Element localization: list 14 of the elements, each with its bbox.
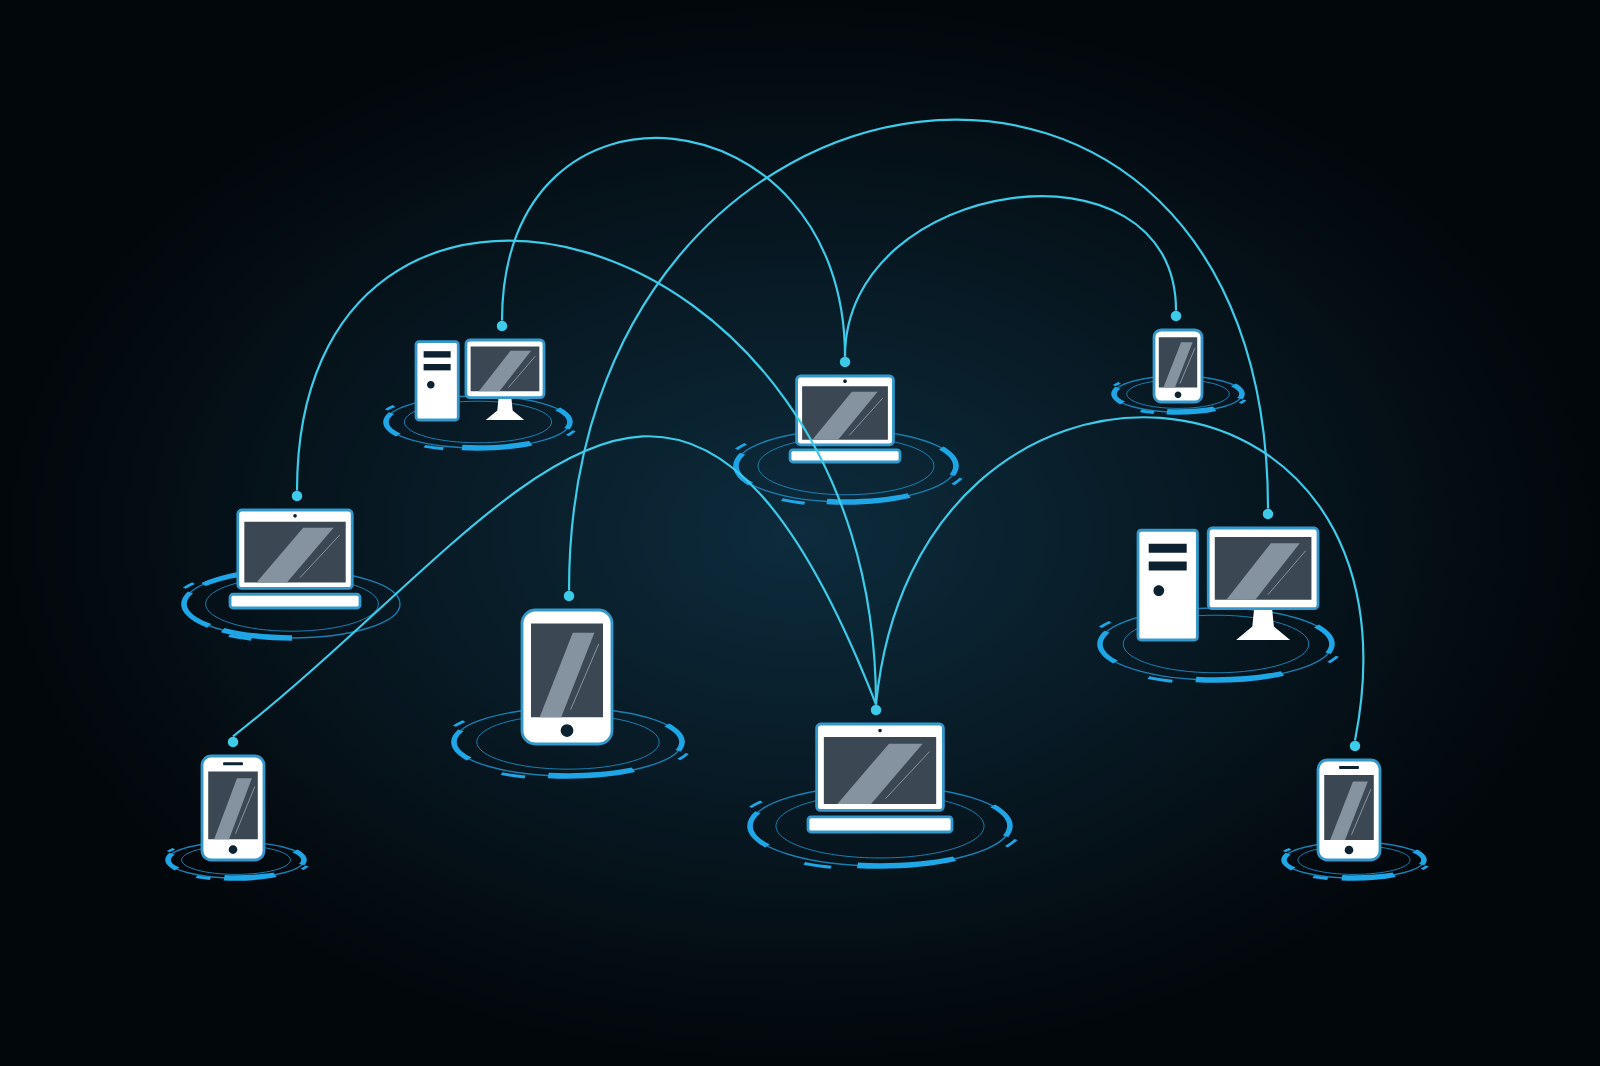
connection-line bbox=[843, 195, 1178, 357]
laptop-icon bbox=[788, 356, 902, 464]
connection-line bbox=[874, 417, 1365, 741]
smartphone-icon bbox=[200, 736, 266, 862]
tablet-icon bbox=[1152, 310, 1204, 404]
connection-line bbox=[567, 121, 1270, 591]
laptop-icon bbox=[228, 490, 362, 610]
laptop-icon bbox=[806, 704, 954, 834]
smartphone-icon bbox=[1316, 740, 1382, 862]
connection-line bbox=[295, 240, 878, 705]
desktop-computer-icon bbox=[414, 320, 546, 422]
connection-line bbox=[232, 436, 877, 738]
tablet-icon bbox=[520, 590, 614, 746]
desktop-computer-icon bbox=[1136, 508, 1320, 642]
